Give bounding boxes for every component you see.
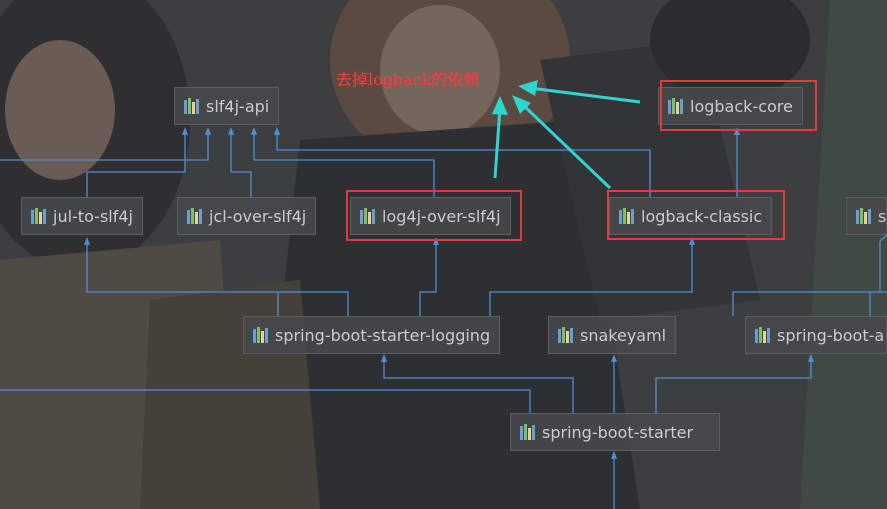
maven-library-icon bbox=[619, 208, 635, 224]
node-slf4j-api[interactable]: slf4j-api bbox=[174, 87, 280, 125]
node-label: snakeyaml bbox=[580, 325, 667, 345]
node-spring-boot-starter[interactable]: spring-boot-starter bbox=[510, 413, 720, 451]
maven-library-icon bbox=[520, 424, 536, 440]
maven-library-icon bbox=[187, 208, 203, 224]
node-label: log4j-over-slf4j bbox=[382, 206, 501, 226]
maven-library-icon bbox=[31, 208, 47, 224]
node-label: jcl-over-slf4j bbox=[209, 206, 307, 226]
node-logback-core[interactable]: logback-core bbox=[658, 87, 803, 125]
node-label: spring-boot-starter bbox=[542, 422, 694, 442]
maven-library-icon bbox=[856, 208, 872, 224]
node-log4j-over-slf4j[interactable]: log4j-over-slf4j bbox=[350, 197, 511, 235]
maven-library-icon bbox=[755, 327, 771, 343]
node-label: spring-boot-starter-logging bbox=[275, 325, 491, 345]
maven-library-icon bbox=[668, 98, 684, 114]
maven-library-icon bbox=[253, 327, 269, 343]
node-jul-to-slf4j[interactable]: jul-to-slf4j bbox=[21, 197, 143, 235]
node-spring-boot-partial[interactable]: spring-boot-a bbox=[745, 316, 887, 354]
node-spring-boot-starter-logging[interactable]: spring-boot-starter-logging bbox=[243, 316, 501, 354]
node-jcl-over-slf4j[interactable]: jcl-over-slf4j bbox=[177, 197, 317, 235]
node-label: jul-to-slf4j bbox=[53, 206, 133, 226]
node-partial-right-top[interactable]: s bbox=[846, 197, 887, 235]
maven-library-icon bbox=[184, 98, 200, 114]
maven-library-icon bbox=[558, 327, 574, 343]
node-label: logback-core bbox=[690, 96, 793, 116]
node-label: logback-classic bbox=[641, 206, 763, 226]
node-logback-classic[interactable]: logback-classic bbox=[609, 197, 773, 235]
node-label: slf4j-api bbox=[206, 96, 270, 116]
node-label: s bbox=[878, 206, 887, 226]
maven-library-icon bbox=[360, 208, 376, 224]
node-label: spring-boot-a bbox=[777, 325, 885, 345]
node-snakeyaml[interactable]: snakeyaml bbox=[548, 316, 677, 354]
annotation-note: 去掉logback的依赖 bbox=[336, 70, 480, 89]
